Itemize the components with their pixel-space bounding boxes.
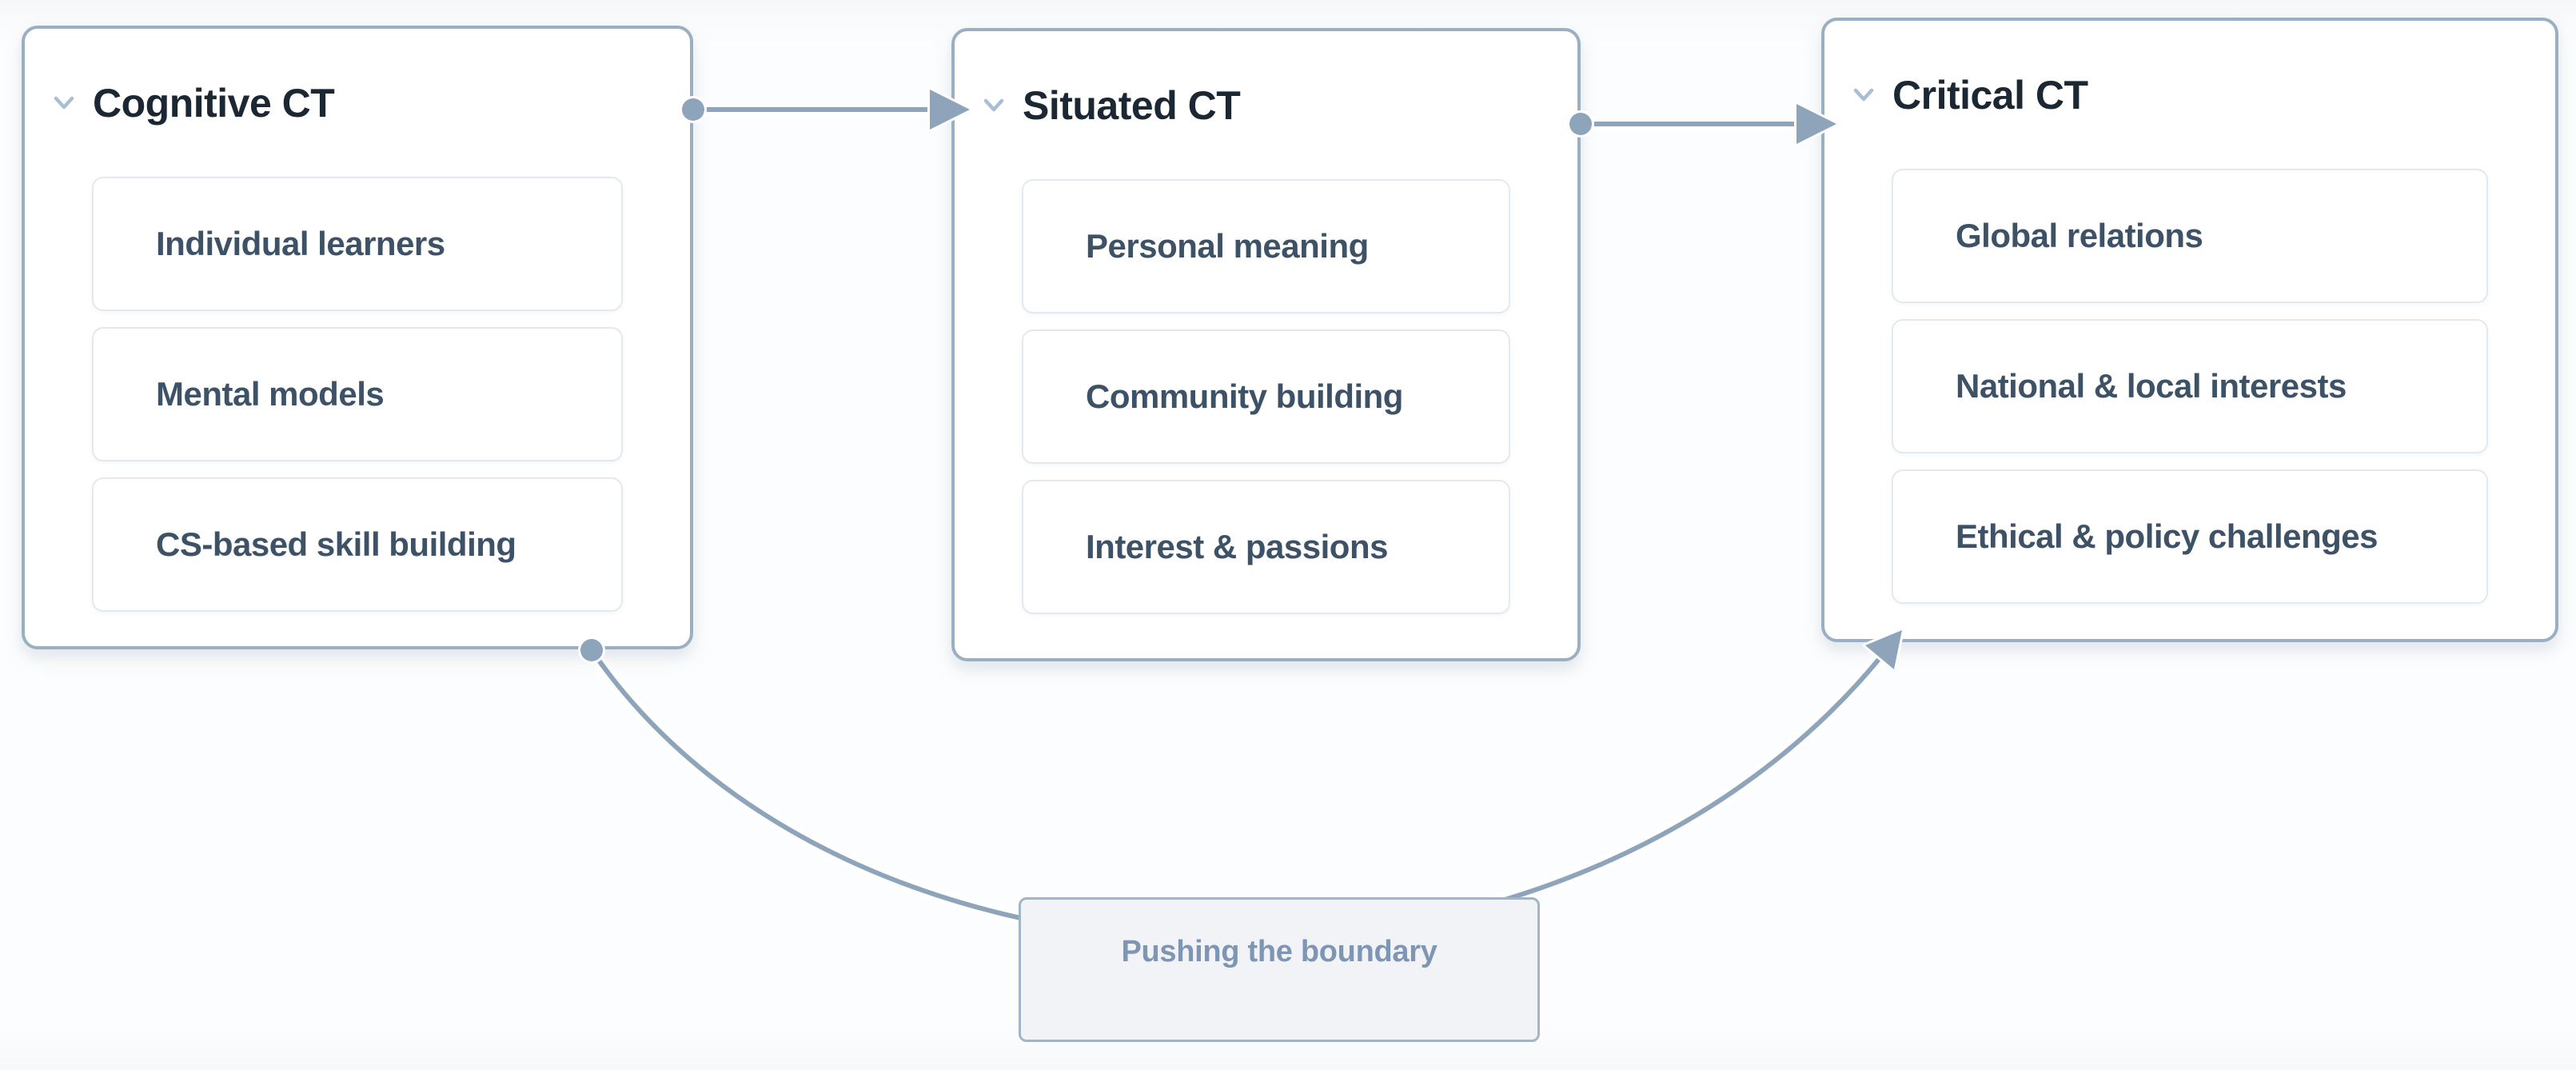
node-item[interactable]: Individual learners xyxy=(92,177,623,311)
node-cognitive-ct-header: Cognitive CT xyxy=(46,29,623,177)
node-critical-ct[interactable]: Critical CT Global relations National & … xyxy=(1821,18,2558,642)
node-item-label: National & local interests xyxy=(1956,367,2347,405)
node-title: Cognitive CT xyxy=(93,80,335,126)
node-item-label: Interest & passions xyxy=(1086,528,1388,565)
node-title: Situated CT xyxy=(1023,82,1241,128)
chevron-down-icon[interactable] xyxy=(1846,78,1881,113)
node-item[interactable]: National & local interests xyxy=(1892,319,2488,453)
node-item[interactable]: Ethical & policy challenges xyxy=(1892,469,2488,604)
node-cognitive-ct-body: Individual learners Mental models CS-bas… xyxy=(92,177,623,612)
node-critical-ct-header: Critical CT xyxy=(1846,21,2488,169)
node-item-label: Global relations xyxy=(1956,217,2203,254)
label-pushing-the-boundary-text: Pushing the boundary xyxy=(1121,935,1438,968)
node-item[interactable]: Interest & passions xyxy=(1022,480,1510,614)
chevron-down-icon[interactable] xyxy=(976,88,1011,123)
node-item[interactable]: Community building xyxy=(1022,329,1510,464)
node-item-label: Ethical & policy challenges xyxy=(1956,517,2379,555)
label-pushing-the-boundary[interactable]: Pushing the boundary xyxy=(1019,897,1540,1042)
connector-situated-to-critical xyxy=(1567,102,1839,146)
node-item-label: Mental models xyxy=(156,375,385,413)
node-item[interactable]: Global relations xyxy=(1892,169,2488,303)
node-title: Critical CT xyxy=(1892,72,2088,118)
node-situated-ct[interactable]: Situated CT Personal meaning Community b… xyxy=(951,28,1581,661)
node-item-label: Individual learners xyxy=(156,225,445,262)
node-item[interactable]: Mental models xyxy=(92,327,623,461)
node-situated-ct-body: Personal meaning Community building Inte… xyxy=(1022,179,1510,614)
node-situated-ct-header: Situated CT xyxy=(976,31,1510,179)
node-item[interactable]: CS-based skill building xyxy=(92,477,623,612)
connector-cognitive-to-situated xyxy=(680,87,972,132)
node-item-label: Community building xyxy=(1086,377,1403,415)
chevron-down-icon[interactable] xyxy=(46,86,82,121)
node-critical-ct-body: Global relations National & local intere… xyxy=(1892,169,2488,604)
node-item-label: CS-based skill building xyxy=(156,525,516,563)
node-cognitive-ct[interactable]: Cognitive CT Individual learners Mental … xyxy=(22,26,693,649)
node-item[interactable]: Personal meaning xyxy=(1022,179,1510,313)
node-item-label: Personal meaning xyxy=(1086,227,1369,265)
